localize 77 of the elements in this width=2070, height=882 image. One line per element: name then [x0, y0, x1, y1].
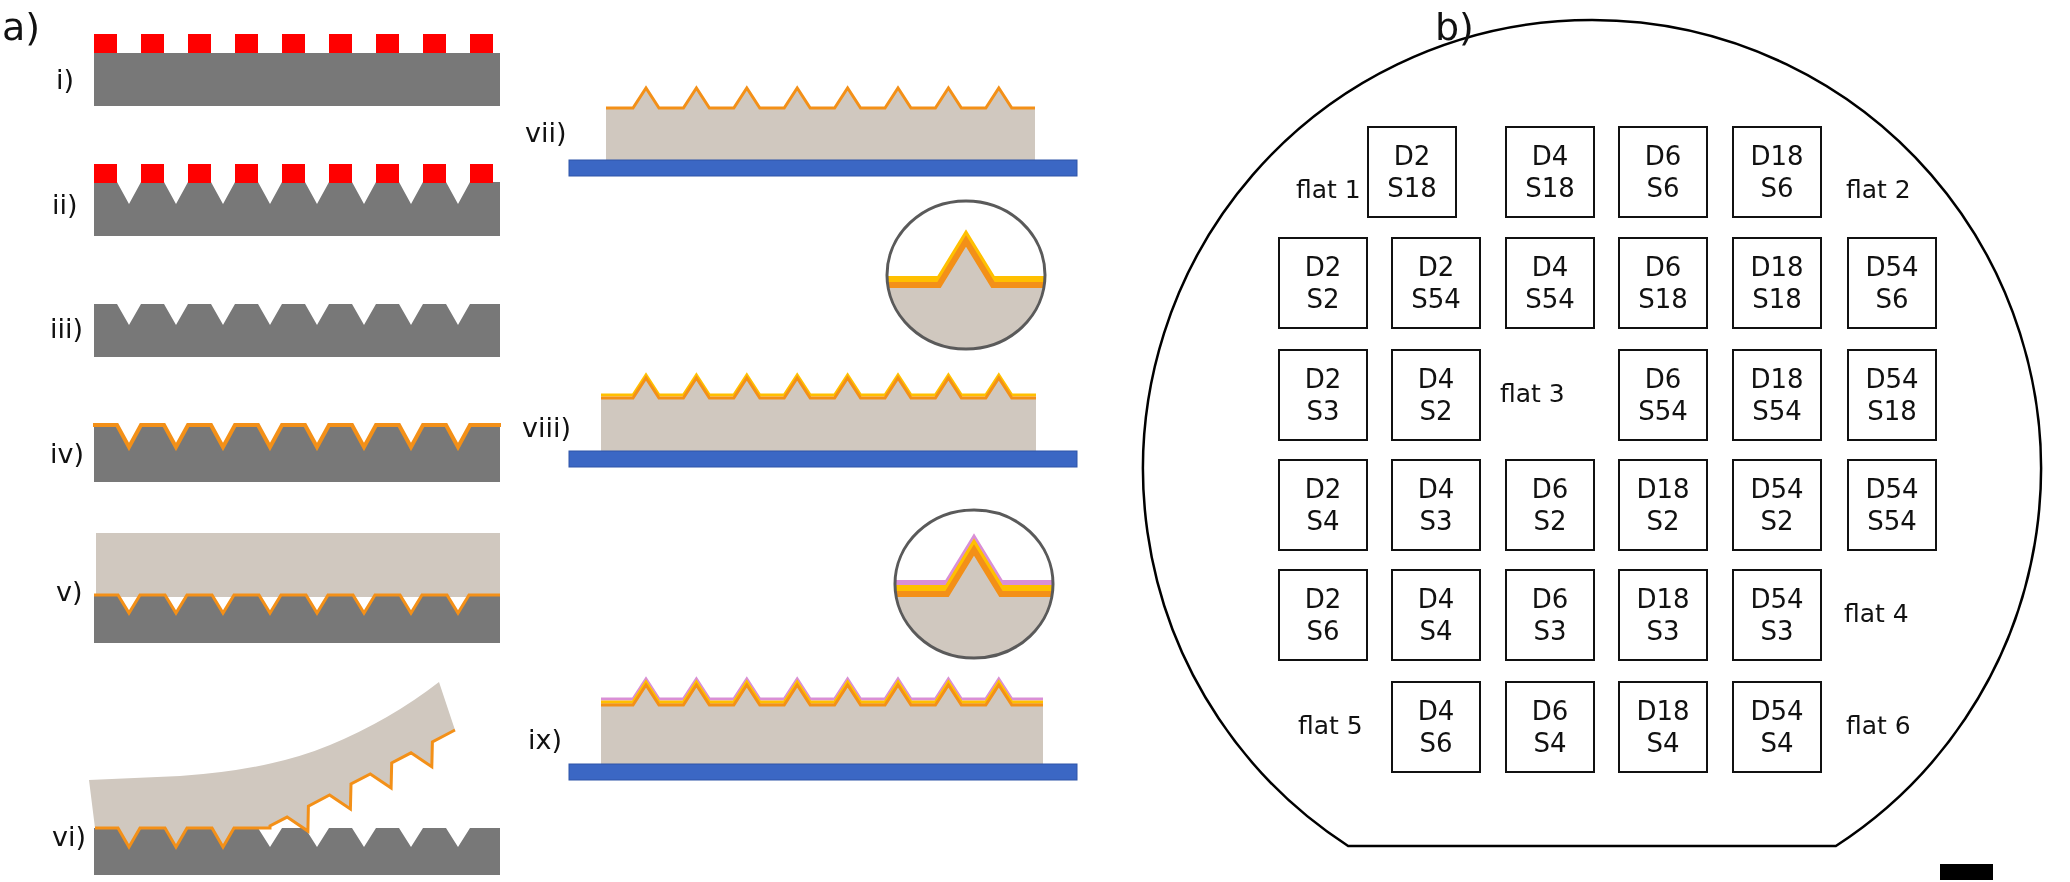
die-label: D2 S6 [1304, 582, 1342, 648]
die-label: D54 S18 [1865, 362, 1919, 428]
die-box [1391, 569, 1481, 661]
die-box [1505, 126, 1595, 218]
die-label: D4 S54 [1525, 250, 1575, 316]
step-label: vi) [52, 823, 86, 850]
die-box [1391, 459, 1481, 551]
die-label: D4 S6 [1417, 694, 1455, 760]
flat-label: flat 2 [1846, 177, 1911, 202]
die-label: D4 S18 [1525, 139, 1575, 205]
die-box [1505, 237, 1595, 329]
step-label: ii) [52, 191, 78, 218]
die-box [1618, 569, 1708, 661]
step-label: viii) [522, 414, 572, 441]
die-box [1391, 237, 1481, 329]
step-label: vii) [525, 119, 567, 146]
die-box [1732, 569, 1822, 661]
panel-label: b) [1435, 8, 1474, 46]
die-box [1618, 459, 1708, 551]
die-label: D4 S3 [1417, 472, 1455, 538]
die-label: D2 S54 [1411, 250, 1461, 316]
flat-label: flat 3 [1500, 381, 1565, 406]
die-label: D6 S3 [1531, 582, 1569, 648]
die-box [1732, 126, 1822, 218]
die-box [1278, 459, 1368, 551]
die-label: D6 S6 [1644, 139, 1682, 205]
die-label: D18 S18 [1750, 250, 1804, 316]
step-label: i) [56, 66, 75, 93]
die-label: D54 S3 [1750, 582, 1804, 648]
die-box [1618, 349, 1708, 441]
flat-label: flat 6 [1846, 713, 1911, 738]
die-label: D6 S18 [1638, 250, 1688, 316]
die-label: D4 S4 [1417, 582, 1455, 648]
die-label: D2 S3 [1304, 362, 1342, 428]
die-box [1505, 681, 1595, 773]
die-label: D18 S6 [1750, 139, 1804, 205]
step-label: iii) [50, 315, 84, 342]
die-box [1278, 569, 1368, 661]
die-box [1505, 459, 1595, 551]
step-label: iv) [50, 440, 84, 467]
die-box [1618, 681, 1708, 773]
flat-label: flat 1 [1296, 177, 1361, 202]
step-label: ix) [528, 726, 562, 753]
flat-label: flat 5 [1298, 713, 1363, 738]
die-box [1847, 349, 1937, 441]
die-label: D2 S4 [1304, 472, 1342, 538]
panel-label: a) [2, 8, 41, 46]
die-label: D4 S2 [1417, 362, 1455, 428]
die-box [1278, 237, 1368, 329]
die-box [1732, 237, 1822, 329]
die-box [1618, 237, 1708, 329]
die-box [1391, 681, 1481, 773]
die-label: D18 S2 [1636, 472, 1690, 538]
die-label: D6 S54 [1638, 362, 1688, 428]
die-label: D2 S2 [1304, 250, 1342, 316]
die-label: D6 S2 [1531, 472, 1569, 538]
die-box [1618, 126, 1708, 218]
die-box [1732, 459, 1822, 551]
die-box [1847, 459, 1937, 551]
die-label: D18 S3 [1636, 582, 1690, 648]
die-label: D54 S54 [1865, 472, 1919, 538]
die-label: D18 S4 [1636, 694, 1690, 760]
die-label: D2 S18 [1387, 139, 1437, 205]
die-box [1732, 681, 1822, 773]
die-box [1278, 349, 1368, 441]
flat-label: flat 4 [1844, 601, 1909, 626]
die-label: D54 S4 [1750, 694, 1804, 760]
die-box [1847, 237, 1937, 329]
die-box [1732, 349, 1822, 441]
die-label: D54 S6 [1865, 250, 1919, 316]
die-label: D18 S54 [1750, 362, 1804, 428]
die-box [1367, 126, 1457, 218]
die-box [1505, 569, 1595, 661]
die-label: D54 S2 [1750, 472, 1804, 538]
die-box [1391, 349, 1481, 441]
die-label: D6 S4 [1531, 694, 1569, 760]
step-label: v) [56, 578, 83, 605]
